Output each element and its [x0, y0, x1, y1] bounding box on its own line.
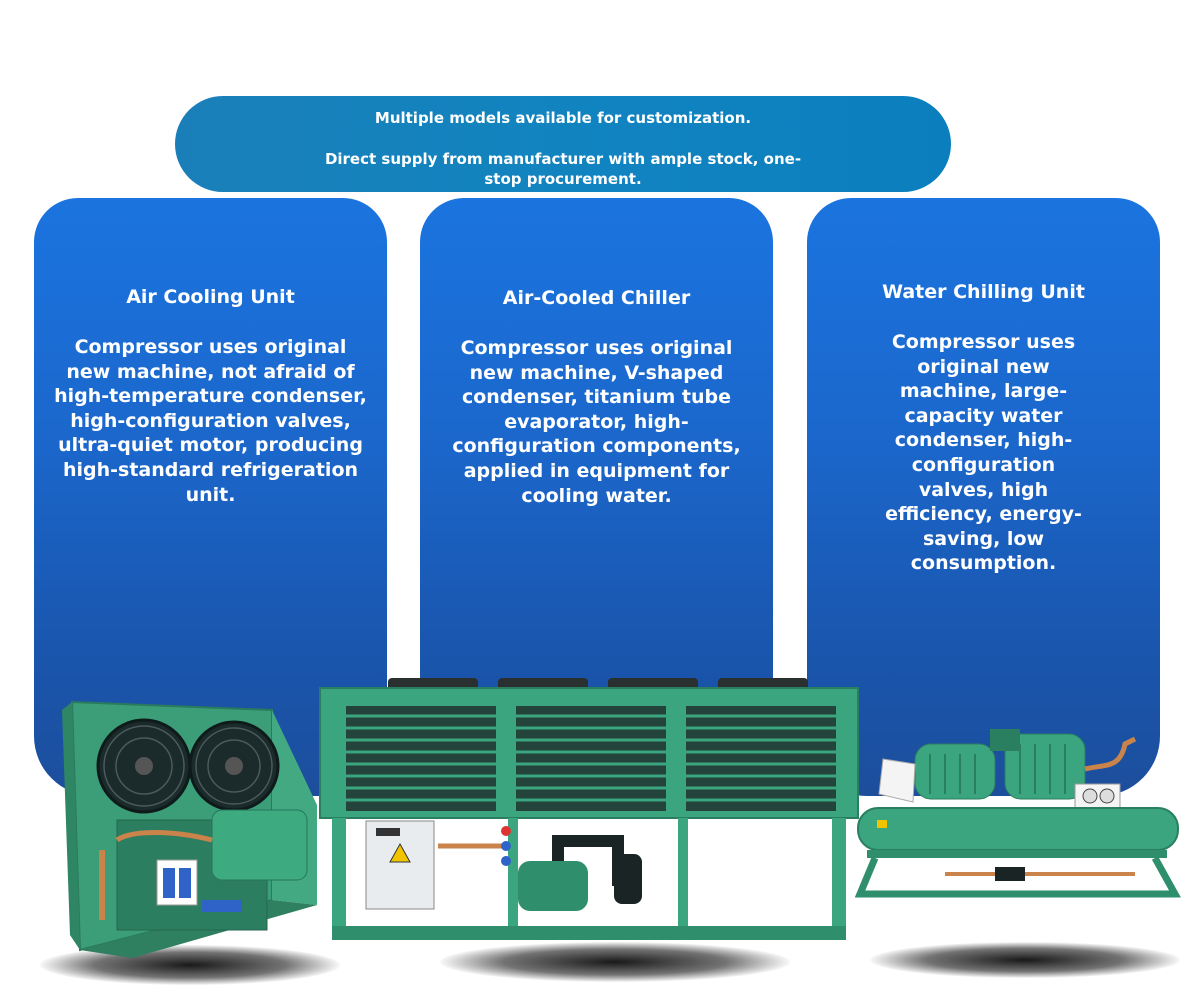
card-description: Compressor uses original new machine, no…	[54, 336, 367, 506]
floor-shadow	[40, 945, 340, 985]
floor-shadow	[870, 942, 1180, 978]
product-card-water-chilling-unit: Water Chilling Unit Compressor uses orig…	[807, 198, 1160, 796]
card-description: Compressor uses original new machine, V-…	[452, 337, 741, 507]
banner-line-models: Multiple models available for customizat…	[374, 109, 752, 127]
card-title: Air-Cooled Chiller	[502, 287, 691, 309]
floor-shadow	[440, 942, 790, 982]
air-cooled-chiller-image	[319, 678, 859, 940]
card-title: Air Cooling Unit	[126, 286, 295, 308]
air-cooling-unit-image	[62, 700, 317, 958]
card-title: Water Chilling Unit	[882, 281, 1085, 303]
product-card-air-cooling-unit: Air Cooling Unit Compressor uses origina…	[34, 198, 387, 796]
info-banner: Multiple models available for customizat…	[175, 96, 951, 192]
card-description: Compressor uses original new machine, la…	[885, 331, 1082, 575]
water-chilling-unit-image	[855, 729, 1181, 898]
banner-line-supply: Direct supply from manufacturer with amp…	[324, 150, 802, 188]
